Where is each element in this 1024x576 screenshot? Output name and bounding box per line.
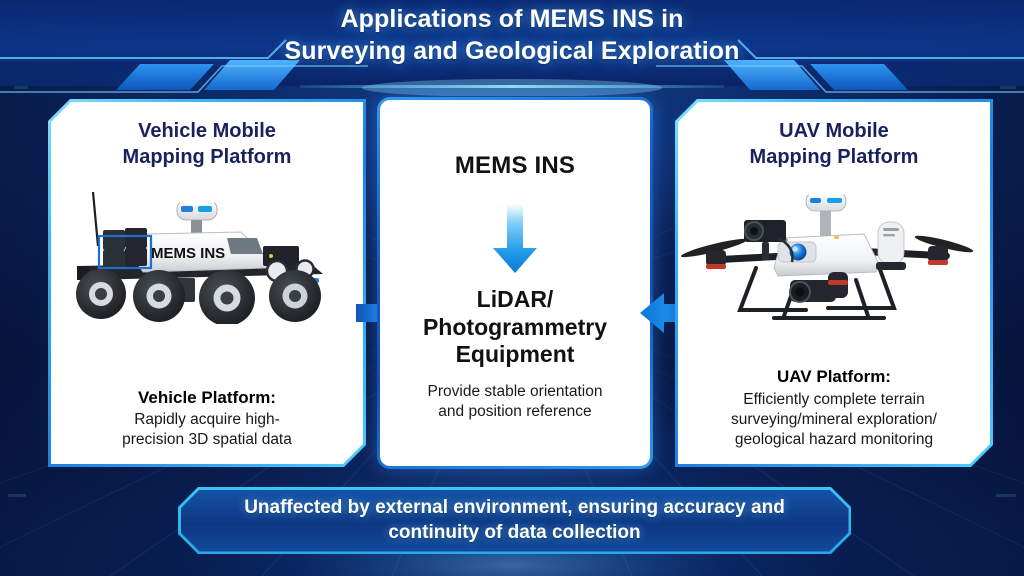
- panel-left-caption-line-1: Rapidly acquire high-: [134, 410, 280, 428]
- header-decoration: [0, 0, 1024, 96]
- center-subtext-line-2: and position reference: [438, 403, 592, 421]
- center-target-label: LiDAR/ Photogrammetry Equipment: [380, 286, 650, 369]
- arrow-left-icon: [640, 293, 697, 333]
- arrow-down-icon: [493, 204, 537, 273]
- title-line-2: Surveying and Geological Exploration: [284, 36, 740, 65]
- panel-right-caption-line-1: Efficiently complete terrain: [743, 390, 925, 408]
- panel-right-caption-line-3: geological hazard monitoring: [734, 430, 934, 448]
- center-target-line-3: Equipment: [455, 341, 575, 368]
- panel-left-caption-line-2: precision 3D spatial data: [122, 430, 292, 448]
- panel-left-caption-lead: Vehicle Platform:: [138, 387, 276, 407]
- panel-left-title-line-2: Mapping Platform: [122, 146, 292, 169]
- panel-right-title-line-2: Mapping Platform: [749, 146, 919, 169]
- title-line-1: Applications of MEMS INS in: [340, 5, 684, 33]
- center-target-line-2: Photogrammetry: [422, 313, 608, 340]
- panel-mems-ins-core[interactable]: MEMS INS LiDAR/ Photogrammetry Equipment: [377, 97, 653, 469]
- uav-drone-image: [678, 176, 978, 326]
- bottom-banner-line-1: Unaffected by external environment, ensu…: [244, 497, 785, 519]
- vehicle-rover-image: MEMS INS: [51, 174, 351, 324]
- panel-uav-platform[interactable]: UAV Mobile Mapping Platform: [675, 99, 993, 467]
- panel-right-title-line-1: UAV Mobile: [779, 120, 889, 142]
- panel-left-title-line-1: Vehicle Mobile: [138, 120, 276, 142]
- panel-vehicle-platform[interactable]: Vehicle Mobile Mapping Platform: [48, 99, 366, 467]
- center-subtext: Provide stable orientation and position …: [388, 382, 642, 423]
- bottom-banner-text: Unaffected by external environment, ensu…: [226, 496, 803, 545]
- rover-body-label: MEMS INS: [151, 245, 225, 262]
- panel-right-caption-line-2: surveying/mineral exploration/: [731, 410, 937, 428]
- panel-right-title: UAV Mobile Mapping Platform: [678, 118, 990, 171]
- center-target-line-1: LiDAR/: [476, 286, 554, 312]
- panel-left-title: Vehicle Mobile Mapping Platform: [51, 118, 363, 171]
- panel-right-caption: UAV Platform: Efficiently complete terra…: [688, 366, 980, 450]
- panel-right-caption-lead: UAV Platform:: [777, 367, 891, 387]
- center-subtext-line-1: Provide stable orientation: [427, 383, 603, 400]
- bottom-banner[interactable]: Unaffected by external environment, ensu…: [178, 487, 851, 554]
- center-heading: MEMS INS: [454, 152, 576, 179]
- panel-left-caption: Vehicle Platform: Rapidly acquire high- …: [61, 387, 353, 450]
- bottom-banner-line-2: continuity of data collection: [388, 521, 641, 543]
- page-title: Applications of MEMS INS in Surveying an…: [0, 4, 1024, 67]
